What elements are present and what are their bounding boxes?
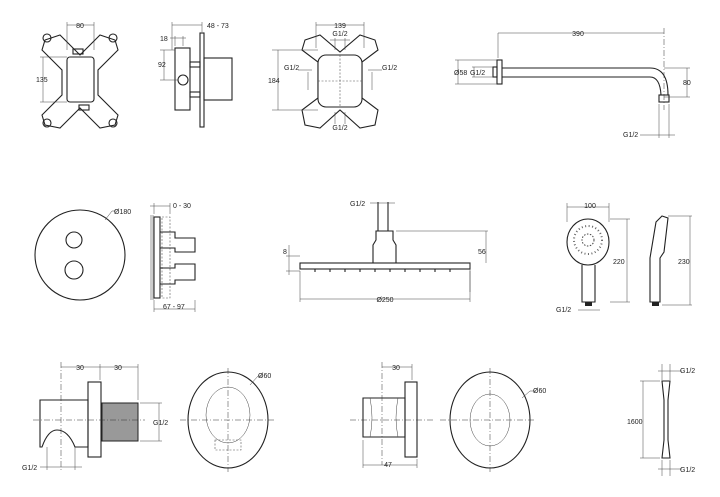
dim-port-bottom: G1/2: [332, 125, 347, 132]
hand-shower-side-view: 230: [649, 215, 692, 306]
shower-hose: G1/2 1600 G1/2: [627, 364, 695, 476]
dim-outlet: G1/2: [22, 465, 37, 472]
mounting-box-front-view: 80 135: [36, 22, 119, 129]
dim-thread: G1/2: [153, 420, 168, 427]
dim-connection: G1/2: [556, 307, 571, 314]
dim-length: 230: [678, 259, 690, 266]
dim-width: 139: [334, 23, 346, 30]
dim-height: 56: [478, 249, 486, 256]
thermostat-side-view: 0 - 30 67 - 97: [150, 203, 196, 312]
dim-drop: 80: [683, 80, 691, 87]
shower-arm: 390 Ø58 G1/2 80 G1/2: [454, 28, 691, 139]
dim-depth: 67 - 97: [163, 304, 185, 311]
dim-outlet: G1/2: [623, 132, 638, 139]
dim-offset: 18: [160, 36, 168, 43]
wall-outlet-front-view: Ø60: [180, 368, 276, 472]
dim-diameter: Ø250: [376, 297, 393, 304]
dim-length: 1600: [627, 419, 643, 426]
dim-end-top: G1/2: [680, 368, 695, 375]
thermostat-front-view: Ø180: [34, 209, 131, 301]
dim-diameter: Ø180: [114, 209, 131, 216]
mounting-box-side-view: 48 - 73 18 92: [158, 22, 233, 128]
hand-shower-front-view: 100 220 G1/2: [556, 203, 630, 314]
wall-outlet-side-view: 30 30 G1/2 G1/2: [22, 362, 168, 472]
dim-height: 135: [36, 77, 48, 84]
dim-width: 80: [76, 23, 84, 30]
dim-port-right: G1/2: [382, 65, 397, 72]
dim-port-top: G1/2: [332, 31, 347, 38]
dim-height: 92: [158, 62, 166, 69]
stop-valve-front-view: Ø60: [440, 368, 546, 472]
dim-inlet: G1/2: [470, 70, 485, 77]
dim-flange-diameter: Ø58: [454, 70, 467, 77]
dim-a: 30: [392, 365, 400, 372]
dim-a: 30: [76, 365, 84, 372]
dim-length: 220: [613, 259, 625, 266]
stop-valve-side-view: 30 47: [350, 362, 435, 469]
dim-inlet: G1/2: [350, 201, 365, 208]
dim-diameter: Ø60: [258, 373, 271, 380]
dim-port-left: G1/2: [284, 65, 299, 72]
dim-height: 184: [268, 78, 280, 85]
dim-width: 100: [584, 203, 596, 210]
dim-adjust: 0 - 30: [173, 203, 191, 210]
rain-shower-head: G1/2 8 56 Ø250: [283, 201, 488, 304]
dim-diameter: Ø60: [533, 388, 546, 395]
dim-depth: 47: [384, 462, 392, 469]
dim-end-bottom: G1/2: [680, 467, 695, 474]
dim-b: 30: [114, 365, 122, 372]
mounting-box-rear-view: G1/2 139 G1/2 G1/2 184 G1/2: [268, 22, 397, 132]
dim-thickness: 8: [283, 249, 287, 256]
dim-depth: 48 - 73: [207, 23, 229, 30]
dim-length: 390: [572, 31, 584, 38]
